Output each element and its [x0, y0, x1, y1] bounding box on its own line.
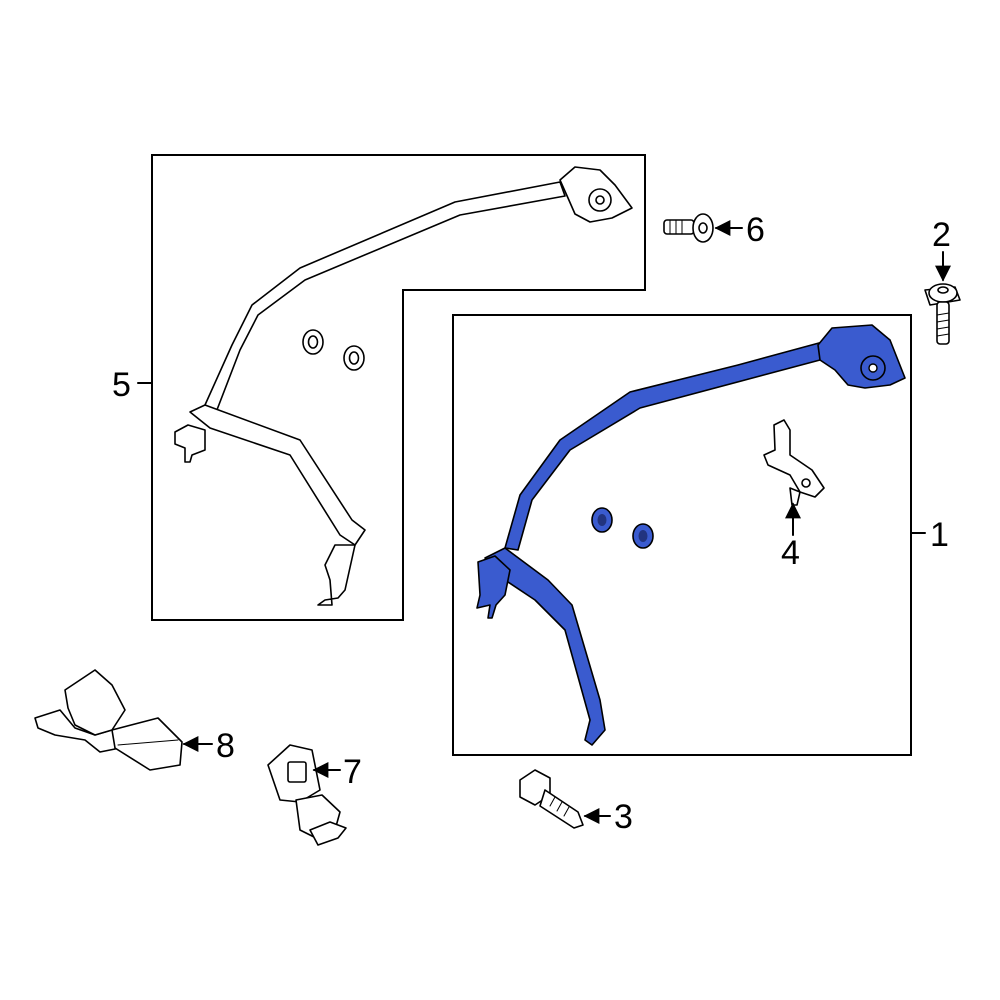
guide-bracket-part-4[interactable] [763, 419, 825, 506]
part-5-frame [151, 154, 646, 621]
callout-7-label: 7 [343, 753, 362, 791]
stud-part-6[interactable] [663, 213, 714, 243]
callout-8-label: 8 [216, 727, 235, 765]
callout-4-label: 4 [781, 534, 800, 572]
callout-6-label: 6 [746, 211, 765, 249]
callout-3-label: 3 [614, 798, 633, 836]
bolt-part-2[interactable] [924, 283, 961, 345]
bolt-part-3[interactable] [519, 769, 584, 829]
part-1-frame [452, 314, 912, 756]
seat-belt-assembly-part-1[interactable] [476, 324, 906, 746]
callout-5-label: 5 [112, 366, 131, 404]
buckle-part-7[interactable] [267, 744, 347, 846]
callout-2-label: 2 [932, 216, 951, 254]
seat-belt-assembly-part-5[interactable] [174, 166, 633, 606]
buckle-cover-part-8[interactable] [34, 669, 183, 771]
callout-1-label: 1 [930, 516, 949, 554]
